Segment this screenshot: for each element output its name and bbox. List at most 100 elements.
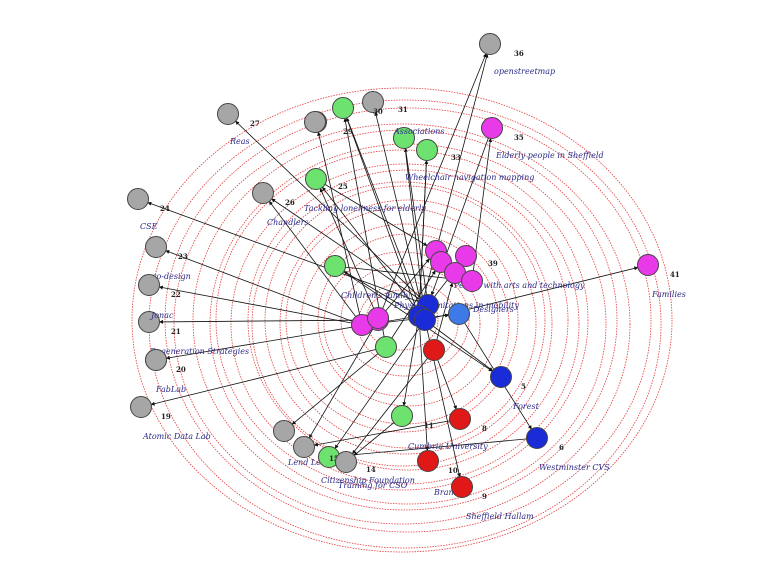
node-circle[interactable] xyxy=(293,436,315,458)
node-label: People with arts and technology xyxy=(453,281,585,290)
node-circle[interactable] xyxy=(332,97,354,119)
node-circle[interactable] xyxy=(481,117,503,139)
node-circle[interactable] xyxy=(367,307,389,329)
edge-gCF-m4 xyxy=(344,266,463,282)
node-circle[interactable] xyxy=(324,255,346,277)
node-n30[interactable]: 30 xyxy=(362,91,384,117)
node-circle[interactable] xyxy=(130,396,152,418)
node-label: Atomic Data Lab xyxy=(142,432,211,441)
node-nA[interactable]: Associations xyxy=(393,127,444,149)
node-label: co-design xyxy=(152,272,191,281)
node-circle[interactable] xyxy=(335,451,357,473)
node-circle[interactable] xyxy=(127,188,149,210)
edge-b6-g15 xyxy=(338,438,528,458)
node-label: Children's family xyxy=(341,291,411,300)
node-n29[interactable]: 29 xyxy=(332,97,354,137)
node-circle[interactable] xyxy=(273,420,295,442)
edge-m5-m1 xyxy=(384,258,430,313)
node-g1[interactable] xyxy=(375,336,397,358)
node-b3[interactable] xyxy=(414,309,436,331)
node-circle[interactable] xyxy=(455,245,477,267)
node-g11[interactable]: 11 xyxy=(391,405,434,431)
edge-b2-n29 xyxy=(345,117,416,307)
node-circle[interactable] xyxy=(305,168,327,190)
node-circle[interactable] xyxy=(138,274,160,296)
edge-m5-n21 xyxy=(158,319,369,324)
node-circle[interactable] xyxy=(217,103,239,125)
edge-b2-r10 xyxy=(419,325,430,452)
node-circle[interactable] xyxy=(362,91,384,113)
node-n28[interactable] xyxy=(304,111,326,133)
node-circle[interactable] xyxy=(479,33,501,55)
node-m7[interactable] xyxy=(367,307,389,329)
node-circle[interactable] xyxy=(393,127,415,149)
edge-m7-n25 xyxy=(319,187,375,310)
ring-15 xyxy=(323,251,481,397)
edge-m6-n31 xyxy=(317,131,361,316)
node-circle[interactable] xyxy=(145,236,167,258)
edge-m4-n35 xyxy=(472,137,493,272)
node-circle[interactable] xyxy=(448,303,470,325)
edge-b2-g11 xyxy=(402,325,418,407)
edge-r1-r8 xyxy=(437,359,457,410)
edge-n25-m1 xyxy=(324,183,428,247)
ring-7 xyxy=(230,163,580,485)
node-circle[interactable] xyxy=(145,349,167,371)
node-label: Sheffield Hallam xyxy=(466,512,534,521)
node-circle[interactable] xyxy=(375,336,397,358)
node-circle[interactable] xyxy=(138,311,160,333)
node-circle[interactable] xyxy=(449,408,471,430)
node-circle[interactable] xyxy=(417,450,439,472)
node-number: 35 xyxy=(514,133,524,142)
node-circle[interactable] xyxy=(461,270,483,292)
node-label: Regeneration Strategies xyxy=(149,347,249,356)
edge-m6-n22 xyxy=(158,285,353,324)
node-gL1[interactable] xyxy=(273,420,295,442)
node-label: Training for CSO xyxy=(338,481,408,490)
node-r1[interactable] xyxy=(423,339,445,361)
node-number: 20 xyxy=(176,365,186,374)
node-label: Jonac xyxy=(149,311,174,320)
node-circle[interactable] xyxy=(637,254,659,276)
ring-5 xyxy=(209,143,607,505)
node-circle[interactable] xyxy=(416,139,438,161)
node-circle[interactable] xyxy=(391,405,413,427)
node-circle[interactable] xyxy=(490,366,512,388)
edge-m5-gL2 xyxy=(308,328,374,439)
node-lbD[interactable]: Designers xyxy=(448,303,514,325)
node-circle[interactable] xyxy=(414,309,436,331)
node-label: Families xyxy=(651,290,686,299)
node-circle[interactable] xyxy=(252,182,274,204)
node-circle[interactable] xyxy=(423,339,445,361)
edge-b3-n25 xyxy=(321,186,420,313)
ring-layer xyxy=(131,87,673,553)
node-m4[interactable] xyxy=(461,270,483,292)
node-gL2[interactable]: Lend Lease xyxy=(287,436,335,468)
node-gCF[interactable]: Children's family xyxy=(324,255,411,301)
node-n22[interactable]: 22 xyxy=(138,274,181,300)
node-number: 15 xyxy=(329,454,339,463)
node-circle[interactable] xyxy=(304,111,326,133)
node-circle[interactable] xyxy=(451,476,473,498)
node-nFL[interactable]: FabLab xyxy=(145,349,187,395)
node-label: Forest xyxy=(512,402,540,411)
node-circle[interactable] xyxy=(526,427,548,449)
